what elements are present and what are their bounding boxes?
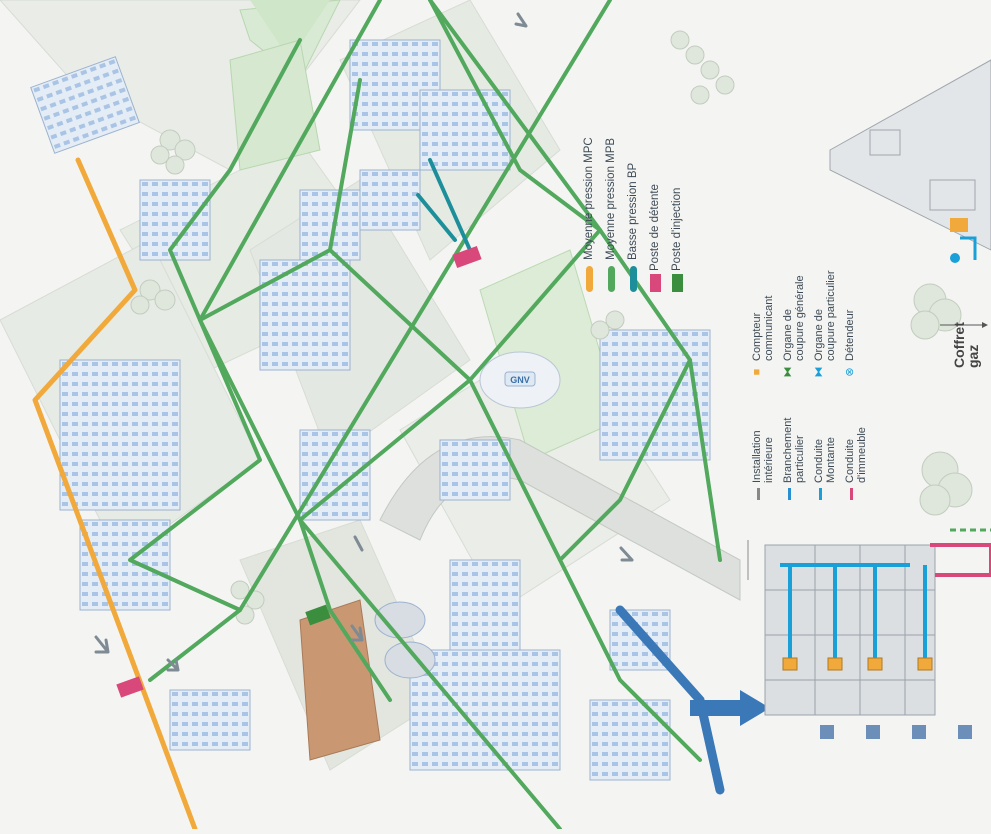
montante-label-1: Conduite: [813, 438, 825, 483]
gnv-station: GNV: [479, 351, 561, 409]
organe-generale-label-1: Organe de: [782, 309, 794, 361]
mpb-network: [128, 0, 722, 831]
installation-label-2: intérieure: [762, 437, 775, 483]
organe-particulier-label-2: coupure particulier: [824, 270, 837, 362]
detendeur-label: Détendeur: [844, 309, 856, 361]
regulator-icon: ⊗: [844, 367, 856, 377]
house-section: [829, 59, 991, 328]
legend-injection: Poste d'injection: [666, 137, 688, 292]
legend-bp: Basse pression BP: [622, 137, 644, 292]
legend-mpc-label: Moyenne pression MPC: [582, 137, 595, 260]
installation-line-swatch: [757, 488, 760, 500]
detente-swatch: [649, 274, 661, 292]
gnv-label: GNV: [510, 375, 530, 385]
meter-icon: ■: [751, 368, 763, 376]
district-pipe: [615, 605, 770, 795]
legend-mpc: Moyenne pression MPC: [578, 137, 600, 292]
legend-bp-label: Basse pression BP: [626, 162, 639, 260]
coffret-gaz-label: Coffret gaz: [951, 322, 981, 368]
montante-label-2: Montante: [824, 437, 837, 483]
legend-mpb-label: Moyenne pression MPB: [604, 137, 617, 260]
branchement-line-swatch: [788, 488, 791, 500]
mpc-swatch: [585, 266, 593, 292]
immeuble-label-1: Conduite: [844, 438, 856, 483]
organe-generale-label-2: coupure générale: [793, 275, 806, 361]
mpb-swatch: [607, 266, 615, 292]
network-legend: Moyenne pression MPC Moyenne pression MP…: [578, 137, 688, 292]
legend-detente: Poste de détente: [644, 137, 666, 292]
stations: [116, 245, 482, 698]
legend-detente-label: Poste de détente: [648, 184, 661, 271]
trees: [130, 30, 973, 625]
montante-line-swatch: [819, 488, 822, 500]
compteur-label-2: communicant: [762, 295, 775, 361]
flow-arrows: [94, 12, 634, 672]
mpc-network: [32, 157, 198, 832]
bp-network: [416, 158, 472, 252]
legend-injection-label: Poste d'injection: [670, 187, 683, 271]
injection-swatch: [671, 274, 683, 292]
branchement-label-1: Branchement: [782, 417, 794, 483]
main-valve-icon: ⧓: [782, 366, 794, 378]
branchement-label-2: particulier: [793, 435, 806, 483]
private-valve-icon: ⧓: [813, 366, 825, 378]
coffret-label-2: gaz: [965, 344, 981, 368]
immeuble-line-swatch: [850, 488, 853, 500]
legend-mpb: Moyenne pression MPB: [600, 137, 622, 292]
installation-label-1: Installation: [751, 430, 763, 483]
compteur-label-1: Compteur: [751, 312, 763, 361]
legend-detendeur: ⊗ Détendeur: [844, 271, 857, 379]
building-section: [747, 528, 991, 739]
organe-particulier-label-1: Organe de: [813, 309, 825, 361]
immeuble-label-2: d'immeuble: [855, 427, 868, 483]
bp-swatch: [629, 266, 637, 292]
